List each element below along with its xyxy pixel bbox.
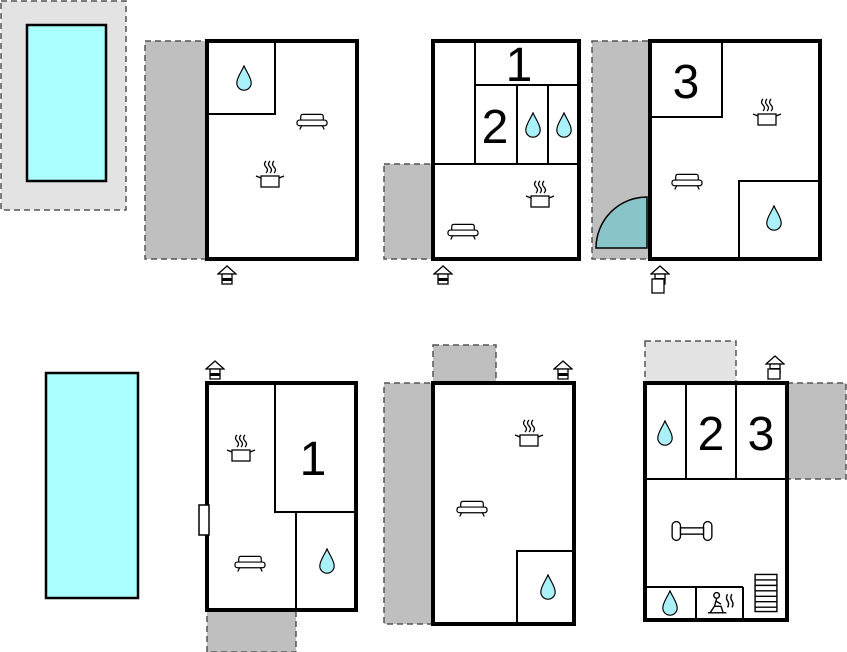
cooking-pot-icon: [514, 419, 544, 447]
sauna-icon: [707, 591, 734, 614]
water-drop-icon: [766, 205, 782, 231]
room-number-2: 2: [698, 408, 725, 461]
building-d: 1: [198, 360, 358, 652]
building-c: 3: [591, 39, 822, 294]
spa-area: [595, 196, 648, 249]
water-drop-icon: [525, 112, 541, 138]
sofa-icon: [456, 500, 488, 518]
stairs-icon: [754, 573, 778, 613]
building-e: [383, 344, 576, 626]
dumbbell-icon: [671, 520, 713, 542]
entrance-arrow-icon: [205, 360, 225, 380]
cooking-pot-icon: [226, 434, 256, 462]
sofa-icon: [671, 173, 703, 191]
building-f: 2 3: [643, 340, 847, 622]
entrance-arrow-icon: [553, 360, 573, 380]
room-number-2: 2: [482, 101, 509, 154]
building-a: [144, 39, 359, 285]
cooking-pot-icon: [752, 98, 782, 126]
room-number-1: 1: [506, 39, 533, 92]
entrance-arrow-icon: [433, 265, 453, 285]
cooking-pot-icon: [255, 160, 285, 188]
sofa-icon: [234, 555, 266, 573]
door: [198, 504, 210, 536]
entrance-arrow-icon: [217, 265, 237, 285]
room-number-1: 1: [300, 433, 327, 486]
pool-bottom-left: [44, 371, 140, 600]
cooking-pot-icon: [525, 180, 555, 208]
sofa-icon: [447, 223, 479, 241]
building-b: 1 2: [383, 39, 581, 285]
sofa-icon: [296, 113, 328, 131]
water-drop-icon: [540, 574, 556, 600]
pool-top-left: [0, 0, 127, 211]
water-drop-icon: [236, 65, 252, 91]
water-drop-icon: [556, 112, 572, 138]
water-drop-icon: [662, 590, 678, 616]
room-number-3: 3: [748, 408, 775, 461]
water-drop-icon: [319, 548, 335, 574]
room-number-3: 3: [673, 56, 700, 109]
water-drop-icon: [657, 420, 673, 446]
